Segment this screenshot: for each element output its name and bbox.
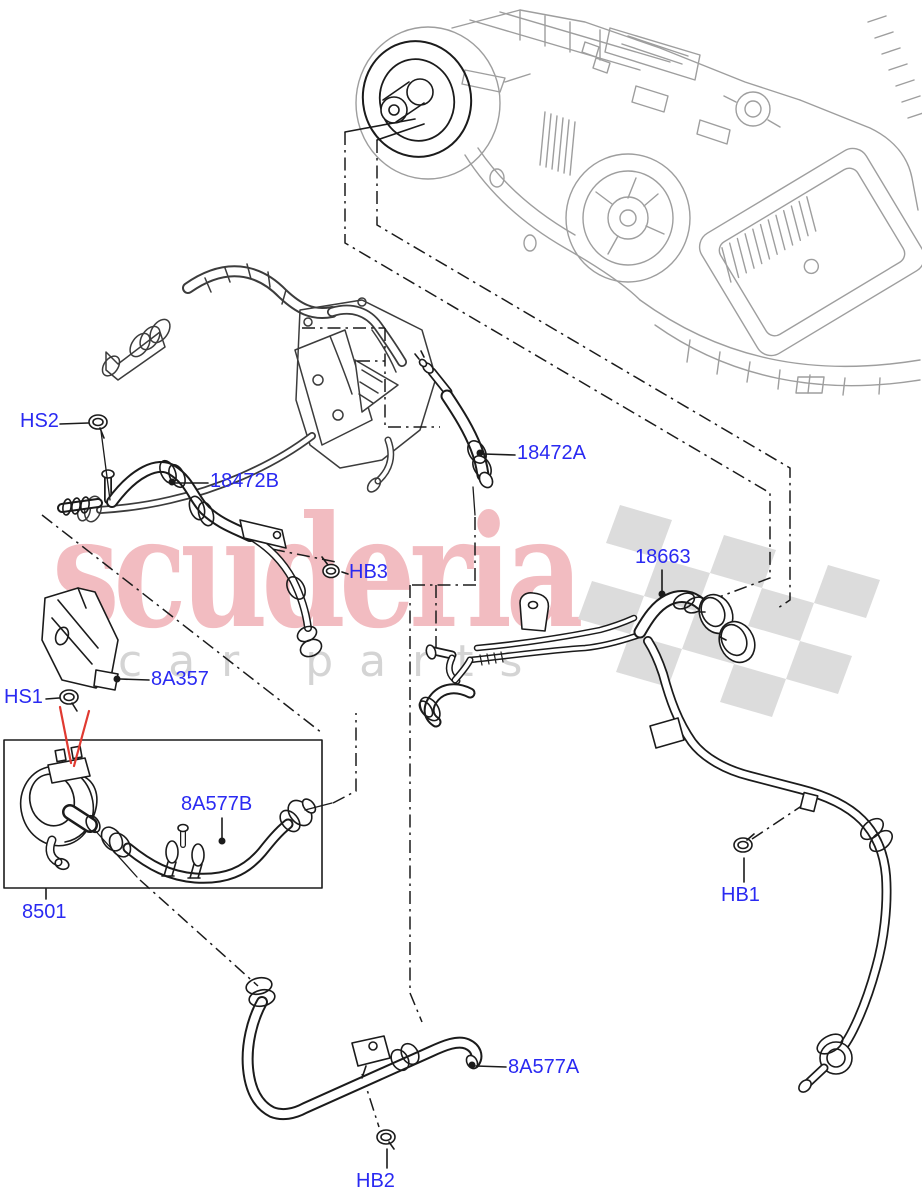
- fastener-icons: [59, 414, 755, 1150]
- blower-inlet-highlight: [361, 40, 473, 158]
- bracket-8a357-illustration: [41, 587, 119, 691]
- engine-assembly-illustration: [76, 263, 437, 523]
- part-label-hb1[interactable]: HB1: [721, 884, 760, 906]
- hvac-unit-illustration: [355, 9, 922, 396]
- hose-8a577a-illustration: [241, 976, 483, 1121]
- part-label-8a357[interactable]: 8A357: [151, 668, 209, 690]
- part-label-8a577a[interactable]: 8A577A: [508, 1056, 580, 1078]
- part-label-hs2[interactable]: HS2: [20, 410, 59, 432]
- part-label-8a577b[interactable]: 8A577B: [181, 793, 253, 815]
- part-label-hs1[interactable]: HS1: [4, 686, 43, 708]
- hose-18663-illustration: [418, 590, 894, 1093]
- screw-hb2-icon: [376, 1129, 396, 1150]
- leader-lines: [45, 422, 745, 1169]
- watermark-brand: scuderia: [52, 482, 584, 663]
- screw-hs1-icon: [59, 689, 79, 712]
- part-label-18472a[interactable]: 18472A: [517, 442, 586, 464]
- phantom-reference-lines: [41, 118, 807, 1128]
- part-label-18472b[interactable]: 18472B: [210, 470, 279, 492]
- part-label-18663[interactable]: 18663: [635, 546, 691, 568]
- part-label-hb2[interactable]: HB2: [356, 1170, 395, 1192]
- screw-hb3-icon: [321, 556, 340, 579]
- part-label-hb3[interactable]: HB3: [349, 561, 388, 583]
- screw-hs2-icon: [88, 414, 108, 439]
- aux-pump-kit-8501-illustration: [3, 739, 333, 889]
- part-label-8501[interactable]: 8501: [22, 901, 67, 923]
- hose-18472b-illustration: [57, 459, 323, 658]
- screw-hb1-icon: [733, 833, 755, 853]
- hose-18472a-illustration: [414, 350, 494, 489]
